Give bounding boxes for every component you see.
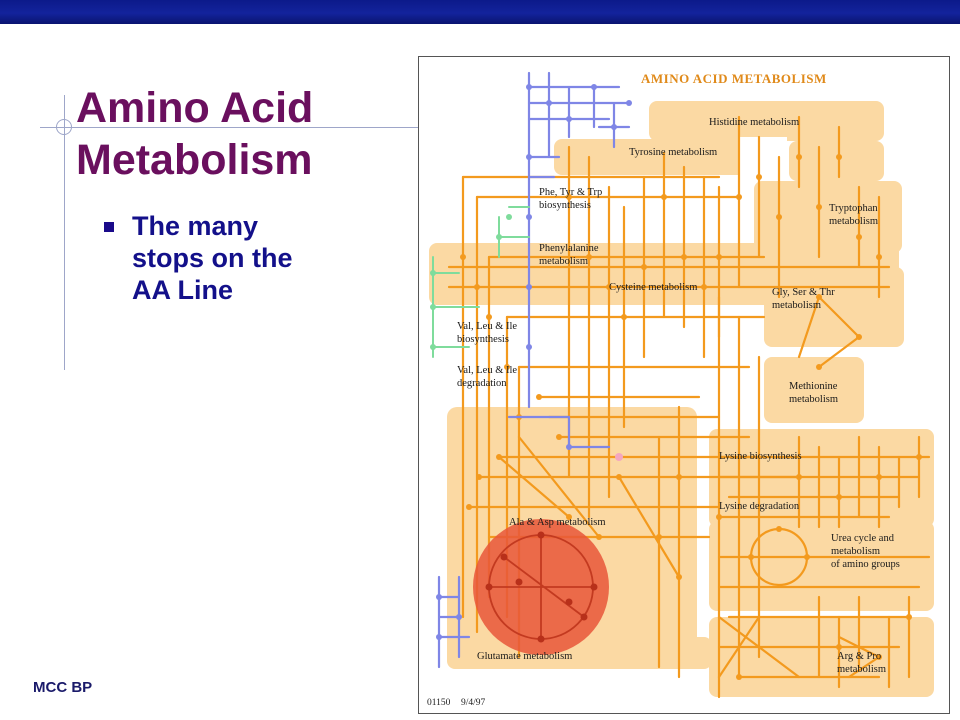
orange-horizontals-mid	[467, 395, 801, 539]
diagram-date: 9/4/97	[461, 698, 486, 708]
decor-crosshair-circle	[56, 119, 72, 135]
region-urea	[709, 521, 934, 611]
green-nodes	[430, 214, 512, 350]
bullet-item: The many stops on the AA Line	[100, 210, 362, 306]
square-bullet-icon	[104, 222, 114, 232]
pathway-labels: Histidine metabolism Tyrosine metabolism…	[457, 117, 900, 675]
decor-horizontal-line	[40, 127, 420, 128]
label-val-leu-ile-deg-1: Val, Leu & Ile	[457, 365, 517, 376]
bullet-line-1: The many	[132, 211, 259, 241]
label-urea-1: Urea cycle and	[831, 533, 895, 544]
bullet-text: The many stops on the AA Line	[132, 210, 362, 306]
label-phenylalanine-1: Phenylalanine	[539, 243, 599, 254]
orange-ala-diagonals	[497, 435, 681, 579]
label-ala-asp: Ala & Asp metabolism	[509, 517, 606, 528]
label-urea-3: of amino groups	[831, 559, 900, 570]
region-tryptophan	[754, 181, 902, 253]
label-phenylalanine-2: metabolism	[539, 256, 588, 267]
pink-node	[615, 453, 623, 461]
region-histidine-tail	[789, 141, 884, 181]
label-glutamate: Glutamate metabolism	[477, 651, 572, 662]
title-line-1: Amino Acid	[76, 84, 314, 132]
orange-arg-diagonals	[717, 615, 801, 679]
slide-title: Amino Acid Metabolism	[76, 82, 313, 186]
label-val-leu-ile-bio-2: biosynthesis	[457, 334, 509, 345]
label-lysine-deg: Lysine degradation	[719, 501, 800, 512]
orange-lysine-verticals	[797, 435, 921, 529]
region-tyrosine	[554, 139, 754, 175]
label-lysine-bio: Lysine biosynthesis	[719, 451, 802, 462]
label-arg-pro-1: Arg & Pro	[837, 651, 881, 662]
glutamate-hub-lines	[488, 534, 594, 640]
orange-verticals-right	[737, 115, 881, 299]
orange-verticals-left	[461, 175, 521, 659]
orange-network	[447, 115, 931, 699]
label-phe-tyr-trp-2: biosynthesis	[539, 200, 591, 211]
label-urea-2: metabolism	[831, 546, 880, 557]
bullet-list: The many stops on the AA Line	[100, 210, 362, 306]
region-arg-pro	[709, 617, 934, 697]
diagram-code: 01150	[427, 698, 451, 708]
label-histidine: Histidine metabolism	[709, 117, 799, 128]
label-gly-ser-thr-2: metabolism	[772, 300, 821, 311]
region-histidine	[649, 101, 884, 141]
metabolic-map-svg: AMINO ACID METABOLISM Histidine metaboli…	[427, 71, 934, 708]
label-arg-pro-2: metabolism	[837, 664, 886, 675]
footer-label: MCC BP	[33, 679, 93, 696]
blue-branches-mid	[527, 155, 561, 179]
decor-vertical-line	[64, 95, 65, 370]
region-methionine	[764, 357, 864, 423]
blue-nodes	[436, 84, 632, 640]
glutamate-hub-nodes	[485, 531, 598, 643]
label-phe-tyr-trp-1: Phe, Tyr & Trp	[539, 187, 602, 198]
orange-nodes	[460, 154, 922, 680]
diagram-title: AMINO ACID METABOLISM	[641, 71, 827, 86]
bullet-line-3: AA Line	[132, 275, 233, 305]
label-methionine-2: metabolism	[789, 394, 838, 405]
label-val-leu-ile-bio-1: Val, Leu & Ile	[457, 321, 517, 332]
top-bar	[0, 0, 960, 24]
label-methionine-1: Methionine	[789, 381, 838, 392]
title-line-2: Metabolism	[76, 136, 313, 184]
label-val-leu-ile-deg-2: degradation	[457, 378, 507, 389]
label-gly-ser-thr-1: Gly, Ser & Thr	[772, 287, 835, 298]
bullet-line-2: stops on the	[132, 243, 293, 273]
label-tryptophan-1: Tryptophan	[829, 203, 878, 214]
metabolic-map: AMINO ACID METABOLISM Histidine metaboli…	[418, 56, 950, 714]
label-cysteine: Cysteine metabolism	[609, 282, 697, 293]
blue-link	[507, 415, 611, 449]
label-tyrosine: Tyrosine metabolism	[629, 147, 717, 158]
orange-arg-pro-verticals	[817, 595, 911, 689]
blue-branches-bottom	[437, 575, 471, 669]
label-tryptophan-2: metabolism	[829, 216, 878, 227]
gap-center	[629, 357, 709, 397]
